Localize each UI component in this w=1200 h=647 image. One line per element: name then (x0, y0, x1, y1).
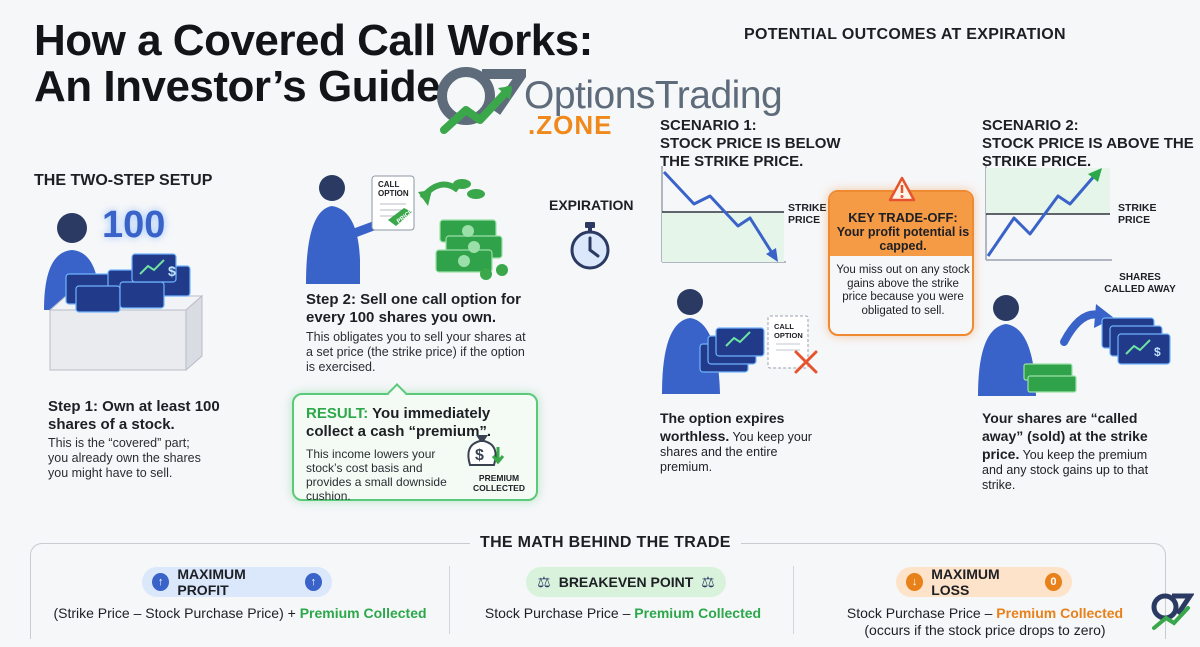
step2-text: Step 2: Sell one call option for every 1… (306, 291, 530, 375)
step1-body: This is the “covered” part; you already … (48, 436, 201, 480)
svg-text:$: $ (1154, 345, 1161, 359)
result-body: This income lowers your stock’s cost bas… (306, 447, 447, 503)
logo-mark-icon (437, 67, 526, 134)
result-box: RESULT: You immediately collect a cash “… (292, 383, 538, 503)
scale-icon: ⚖ (537, 574, 551, 591)
logo-zone: .ZONE (528, 110, 613, 140)
breakeven-label: BREAKEVEN POINT (558, 574, 694, 590)
key-subheading: Your profit potential is capped. (836, 225, 970, 253)
step1-text: Step 1: Own at least 100 shares of a sto… (48, 398, 248, 481)
svg-text:$: $ (475, 447, 484, 464)
scenario2-heading-2: STOCK PRICE IS ABOVE THE (982, 135, 1194, 152)
called-away-1: SHARES (1119, 272, 1161, 283)
key-tradeoff-header (830, 192, 972, 256)
title-line-1: How a Covered Call Works: (34, 16, 593, 65)
hundred-badge: 100 (102, 204, 166, 246)
result-heading-text: You immediately collect a cash “premium”… (306, 405, 492, 440)
title-line-2: An Investor’s Guide (34, 62, 441, 111)
key-body: You miss out on any stock gains above th… (836, 264, 970, 317)
scenario2-strike-2: PRICE (1118, 214, 1151, 226)
scenario2-shares-called-illustration: $ (978, 295, 1171, 396)
breakeven-pill: ⚖ BREAKEVEN POINT ⚖ (526, 567, 726, 597)
warning-icon (888, 176, 916, 202)
max-profit-label: MAXIMUM PROFIT (177, 566, 246, 598)
max-loss-formula: Stock Purchase Price – Premium Collected… (800, 605, 1170, 639)
step2-card-label: CALL OPTION (378, 180, 409, 198)
scenario1-card-label-2: OPTION (774, 331, 803, 340)
scenario1-heading-1: SCENARIO 1: (660, 117, 757, 134)
breakeven-formula-plain: Stock Purchase Price – (484, 605, 635, 621)
premium-label-2: COLLECTED (473, 483, 525, 493)
scenario1-heading-3: THE STRIKE PRICE. (660, 153, 804, 170)
max-loss-label: MAXIMUM LOSS (931, 566, 1000, 598)
scenario2-strike-1: STRIKE (1118, 202, 1157, 214)
step2-card-label-1: CALL (378, 180, 400, 189)
key-tradeoff-box (828, 190, 974, 336)
arrow-up-icon: ↑ (152, 573, 170, 591)
stock-shares-illustration: $ (44, 213, 204, 372)
scenario1-strike-1: STRIKE (788, 202, 827, 214)
potential-outcomes-heading: POTENTIAL OUTCOMES AT EXPIRATION (744, 26, 1066, 43)
step2-card-label-2: OPTION (378, 189, 409, 198)
scenario2-heading: SCENARIO 2: STOCK PRICE IS ABOVE THE STR… (982, 117, 1194, 171)
scenario1-result-bold: The option expires worthless. (660, 410, 785, 444)
max-loss-note: (occurs if the stock price drops to zero… (864, 622, 1106, 638)
max-profit-formula-plain: (Strike Price – Stock Purchase Price) + (53, 605, 300, 621)
scenario1-card-label-1: CALL (774, 322, 794, 331)
scale-icon-2: ⚖ (701, 574, 715, 591)
max-profit-pill: ↑ MAXIMUM PROFIT ↑ (142, 566, 332, 598)
two-step-setup-heading: THE TWO-STEP SETUP (34, 172, 213, 189)
scenario1-heading-2: STOCK PRICE IS BELOW (660, 135, 841, 152)
scenario1-result: The option expires worthless. You keep y… (660, 409, 830, 475)
step2-body: This obligates you to sell your shares a… (306, 330, 526, 374)
math-title: THE MATH BEHIND THE TRADE (470, 534, 741, 552)
money-bag-icon: $ (467, 435, 505, 466)
scenario2-result: Your shares are “called away” (sold) at … (982, 409, 1158, 493)
sell-call-illustration (306, 175, 508, 284)
scenario2-result-bold: Your shares are “called away” (sold) at … (982, 410, 1148, 462)
result-heading: RESULT: You immediately collect a cash “… (306, 405, 532, 441)
scenario1-keep-shares-illustration (662, 289, 818, 394)
svg-text:$: $ (168, 263, 176, 279)
breakeven-formula-hl: Premium Collected (634, 605, 762, 621)
premium-label-1: PREMIUM (478, 473, 520, 483)
scenario2-result-rest: You keep the premium and any stock gains… (982, 448, 1149, 492)
expiration-label: EXPIRATION (549, 197, 634, 213)
logo-wordmark: OptionsTrading (524, 74, 783, 117)
page-title: How a Covered Call Works: An Investor’s … (34, 18, 593, 110)
max-loss-pill: ↓ MAXIMUM LOSS 0 (896, 566, 1072, 598)
max-loss-formula-hl: Premium Collected (996, 605, 1124, 621)
shares-called-away-label: SHARES CALLED AWAY (1100, 272, 1180, 296)
scenario1-result-rest: You keep your shares and the entire prem… (660, 430, 812, 474)
scenario1-heading: SCENARIO 1: STOCK PRICE IS BELOW THE STR… (660, 117, 841, 171)
called-away-2: CALLED AWAY (1104, 284, 1176, 295)
scenario1-price-chart (661, 166, 786, 263)
max-loss-formula-plain: Stock Purchase Price – (846, 605, 997, 621)
result-pointer (387, 383, 407, 403)
scenario1-strike-2: PRICE (788, 214, 821, 226)
premium-collected-label: PREMIUM COLLECTED (464, 473, 534, 493)
max-loss-badge: 0 (1044, 573, 1062, 591)
scenario2-strike-label: STRIKE PRICE (1118, 202, 1157, 226)
max-profit-formula: (Strike Price – Stock Purchase Price) + … (40, 605, 440, 621)
step1-heading: Step 1: Own at least 100 shares of a sto… (48, 398, 220, 433)
scenario1-strike-label: STRIKE PRICE (788, 202, 827, 226)
key-heading: KEY TRADE-OFF: (848, 210, 958, 225)
step2-heading: Step 2: Sell one call option for every 1… (306, 291, 522, 326)
breakeven-formula: Stock Purchase Price – Premium Collected (460, 605, 786, 621)
logo-small-icon (1151, 593, 1194, 630)
scenario2-heading-1: SCENARIO 2: (982, 117, 1079, 134)
math-divider-1 (449, 566, 450, 634)
scenario1-card-label: CALL OPTION (774, 322, 803, 340)
stopwatch-icon (570, 222, 610, 270)
scenario2-heading-3: STRIKE PRICE. (982, 153, 1092, 170)
math-divider-2 (793, 566, 794, 634)
max-profit-formula-hl: Premium Collected (299, 605, 427, 621)
result-label: RESULT: (306, 405, 369, 422)
scenario2-price-chart (985, 166, 1112, 261)
arrow-down-icon: ↓ (906, 573, 924, 591)
arrow-up-icon-2: ↑ (304, 573, 322, 591)
